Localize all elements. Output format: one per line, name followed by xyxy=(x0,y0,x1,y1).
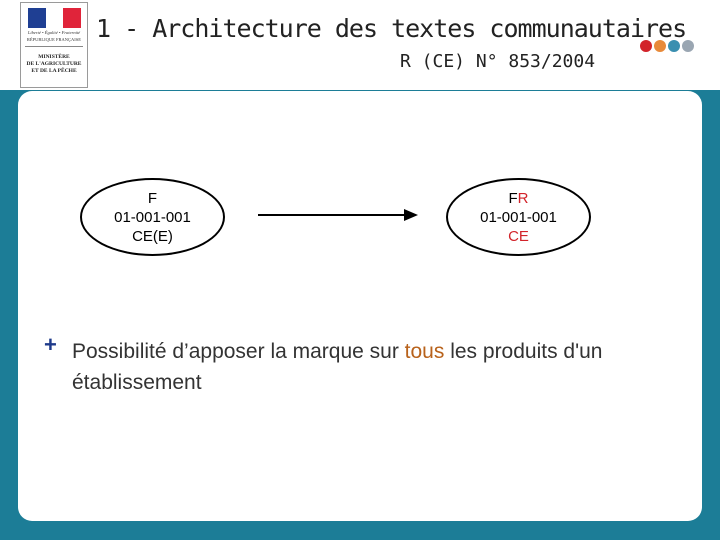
new-mark-country: FR xyxy=(508,189,528,208)
logo-ministry-line: MINISTÈRE xyxy=(38,54,70,60)
bullet-text-start: Possibilité d’apposer la marque sur xyxy=(72,340,405,363)
old-mark-oval: F 01-001-001 CE(E) xyxy=(80,178,225,256)
decorative-dots xyxy=(640,40,712,52)
new-mark-oval: FR 01-001-001 CE xyxy=(446,178,591,256)
french-flag-icon xyxy=(28,8,81,28)
bullet-text: Possibilité d’apposer la marque sur tous… xyxy=(72,336,692,398)
new-mark-country-r: R xyxy=(517,189,529,207)
new-mark-number: 01-001-001 xyxy=(480,208,557,226)
old-mark-country: F xyxy=(147,189,158,207)
ministry-logo: Liberté • Égalité • Fraternité RÉPUBLIQU… xyxy=(20,2,88,88)
bullet-plus-icon: + xyxy=(44,332,57,357)
new-mark-country-f: F xyxy=(508,189,518,207)
header-strip xyxy=(0,0,720,90)
slide-subtitle: R (CE) N° 853/2004 xyxy=(400,51,596,72)
logo-ministry: MINISTÈRE DE L'AGRICULTURE ET DE LA PÊCH… xyxy=(22,54,86,75)
content-panel xyxy=(18,91,702,521)
right-arrow-icon xyxy=(258,209,418,221)
dot-red xyxy=(640,40,652,52)
old-mark-suffix: CE(E) xyxy=(132,227,173,245)
logo-divider xyxy=(25,46,83,47)
bullet-highlight: tous xyxy=(404,340,445,363)
logo-motto: Liberté • Égalité • Fraternité xyxy=(27,30,81,35)
logo-republic: RÉPUBLIQUE FRANÇAISE xyxy=(26,37,82,42)
dot-blue xyxy=(668,40,680,52)
old-mark-number: 01-001-001 xyxy=(114,208,191,226)
dot-grey xyxy=(682,40,694,52)
new-mark-suffix: CE xyxy=(508,227,529,245)
logo-ministry-line: DE L'AGRICULTURE xyxy=(26,61,82,67)
dot-orange xyxy=(654,40,666,52)
slide-title: 1 - Architecture des textes communautair… xyxy=(96,14,687,43)
logo-ministry-line: ET DE LA PÊCHE xyxy=(31,68,77,74)
bullet-text-end: les produits d'un établissement xyxy=(72,340,603,394)
